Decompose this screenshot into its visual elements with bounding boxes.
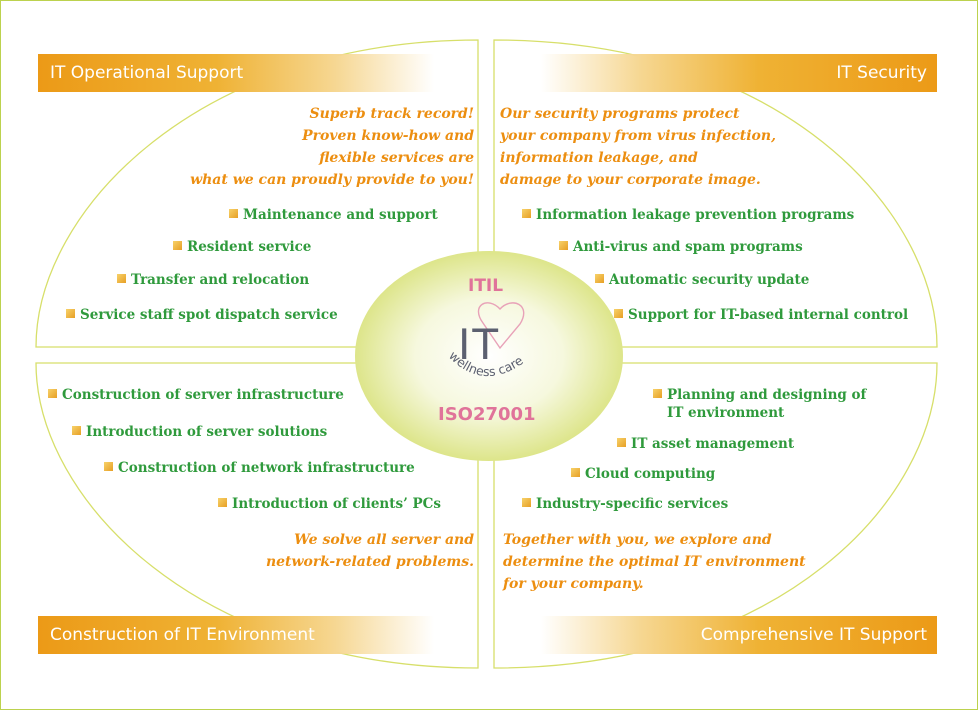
square-bullet-icon bbox=[559, 241, 568, 250]
square-bullet-icon bbox=[66, 309, 75, 318]
square-bullet-icon bbox=[173, 241, 182, 250]
list-item-server-infrastructure: Construction of server infrastructure bbox=[48, 386, 344, 404]
banner-construction-of-it-environment: Construction of IT Environment bbox=[38, 616, 434, 654]
tagline-operational: Superb track record! Proven know-how and… bbox=[190, 106, 474, 188]
center-logo-it: IT bbox=[458, 320, 501, 369]
list-item-security-update: Automatic security update bbox=[595, 271, 809, 289]
list-item-maintenance: Maintenance and support bbox=[229, 206, 438, 224]
square-bullet-icon bbox=[617, 438, 626, 447]
list-item-transfer: Transfer and relocation bbox=[117, 271, 309, 289]
list-item-cloud-computing: Cloud computing bbox=[571, 465, 715, 483]
quadrant-outline-top-right bbox=[493, 39, 938, 348]
banner-comprehensive-it-support: Comprehensive IT Support bbox=[541, 616, 937, 654]
list-item-asset-management: IT asset management bbox=[617, 435, 794, 453]
list-item-internal-control: Support for IT-based internal control bbox=[614, 306, 908, 324]
list-item-industry-specific: Industry-specific services bbox=[522, 495, 728, 513]
heart-outline-icon bbox=[477, 302, 525, 350]
list-item-clients-pcs: Introduction of clients’ PCs bbox=[218, 495, 441, 513]
square-bullet-icon bbox=[117, 274, 126, 283]
square-bullet-icon bbox=[522, 498, 531, 507]
list-item-server-solutions: Introduction of server solutions bbox=[72, 423, 327, 441]
list-item-anti-virus: Anti-virus and spam programs bbox=[559, 238, 803, 256]
quadrant-outline-bottom-right bbox=[493, 362, 938, 669]
square-bullet-icon bbox=[571, 468, 580, 477]
list-item-network-infrastructure: Construction of network infrastructure bbox=[104, 459, 415, 477]
tagline-comprehensive: Together with you, we explore and determ… bbox=[503, 532, 806, 592]
square-bullet-icon bbox=[653, 389, 662, 398]
banner-it-operational-support: IT Operational Support bbox=[38, 54, 434, 92]
center-ellipse bbox=[355, 251, 623, 461]
square-bullet-icon bbox=[614, 309, 623, 318]
quadrant-outline-bottom-left bbox=[35, 362, 479, 669]
square-bullet-icon bbox=[522, 209, 531, 218]
list-item-spot-dispatch: Service staff spot dispatch service bbox=[66, 306, 338, 324]
banner-it-security: IT Security bbox=[541, 54, 937, 92]
tagline-construction: We solve all server and network-related … bbox=[265, 532, 474, 570]
square-bullet-icon bbox=[48, 389, 57, 398]
list-item-resident-service: Resident service bbox=[173, 238, 311, 256]
quadrant-outline-top-left bbox=[35, 39, 479, 348]
square-bullet-icon bbox=[595, 274, 604, 283]
square-bullet-icon bbox=[218, 498, 227, 507]
list-item-leakage-prevention: Information leakage prevention programs bbox=[522, 206, 854, 224]
center-label-itil: ITIL bbox=[468, 276, 504, 296]
center-label-iso27001: ISO27001 bbox=[438, 404, 536, 425]
square-bullet-icon bbox=[72, 426, 81, 435]
list-item-planning-designing: Planning and designing of IT environment bbox=[653, 386, 866, 422]
square-bullet-icon bbox=[229, 209, 238, 218]
tagline-security: Our security programs protect your compa… bbox=[500, 106, 776, 188]
square-bullet-icon bbox=[104, 462, 113, 471]
